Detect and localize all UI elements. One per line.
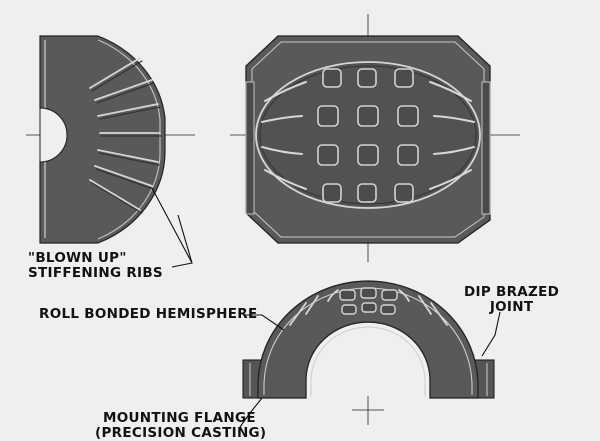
dip-brazed-label-line1: DIP BRAZED — [464, 284, 560, 300]
left-joint-flange — [245, 81, 255, 215]
side-view-arc-edge — [97, 39, 161, 240]
arch-inner-edge — [310, 326, 426, 396]
stiffening-ribs-label: "BLOWN UP" STIFFENING RIBS — [28, 251, 163, 281]
mounting-flange-label-line1: MOUNTING FLANGE — [103, 410, 256, 426]
right-joint-flange — [481, 81, 491, 215]
front-view — [242, 280, 495, 399]
top-view-side-ribs — [261, 81, 475, 190]
arch-pockets — [339, 287, 398, 315]
side-view — [39, 35, 166, 244]
roll-bonded-hemisphere-text: ROLL BONDED HEMISPHERE — [39, 306, 258, 322]
stiffening-ribs-label-line1: "BLOWN UP" — [28, 250, 127, 266]
stiffening-ribs-label-line2: STIFFENING RIBS — [28, 265, 163, 281]
hemisphere-arch — [257, 280, 479, 399]
bore-cutout — [39, 107, 68, 163]
hemisphere-dome — [255, 61, 481, 209]
top-view — [245, 35, 491, 244]
dip-brazed-label-line2: JOINT — [489, 299, 534, 315]
dip-brazed-joint-label: DIP BRAZED JOINT — [464, 285, 559, 315]
leader-lines — [151, 187, 501, 428]
top-view-pockets — [317, 68, 419, 203]
center-lines — [26, 14, 520, 425]
mounting-flange-label-line2: (PRECISION CASTING) — [95, 425, 267, 441]
mounting-flange-label: MOUNTING FLANGE (PRECISION CASTING) — [95, 411, 266, 441]
arch-ribs — [289, 289, 448, 326]
side-view-ribs — [89, 57, 161, 211]
roll-bonded-hemisphere-label: ROLL BONDED HEMISPHERE — [39, 307, 258, 322]
